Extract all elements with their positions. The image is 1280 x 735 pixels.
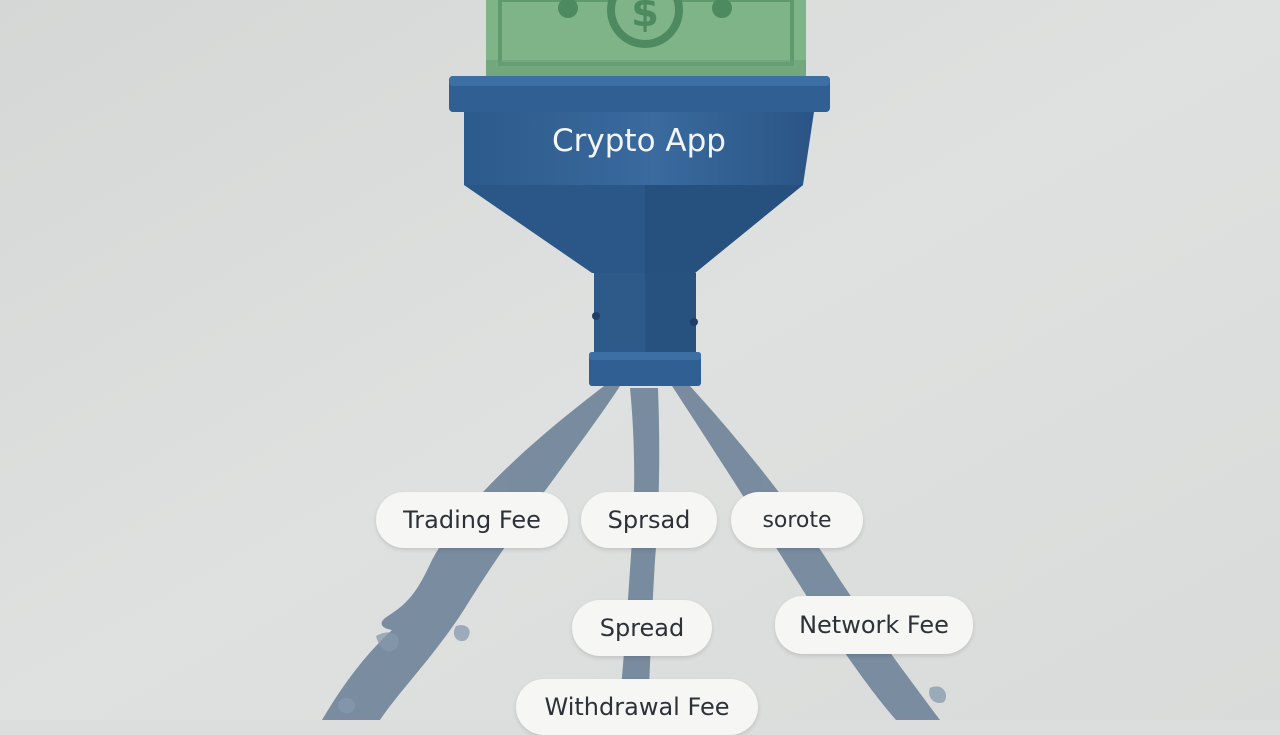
fee-label-spread: Spread <box>572 600 712 656</box>
funnel-title: Crypto App <box>552 123 726 159</box>
fee-label-sorote: sorote <box>731 492 863 548</box>
banknote-icon: $ <box>486 0 806 78</box>
funnel-icon: Crypto App <box>449 76 830 386</box>
stream-splashes <box>338 625 947 714</box>
fee-label-network-fee: Network Fee <box>775 596 973 654</box>
fee-label-sprsad: Sprsad <box>581 492 717 548</box>
fee-label-withdrawal-fee: Withdrawal Fee <box>516 679 758 735</box>
dollar-sign: $ <box>631 0 659 36</box>
fee-label-trading-fee: Trading Fee <box>376 492 568 548</box>
